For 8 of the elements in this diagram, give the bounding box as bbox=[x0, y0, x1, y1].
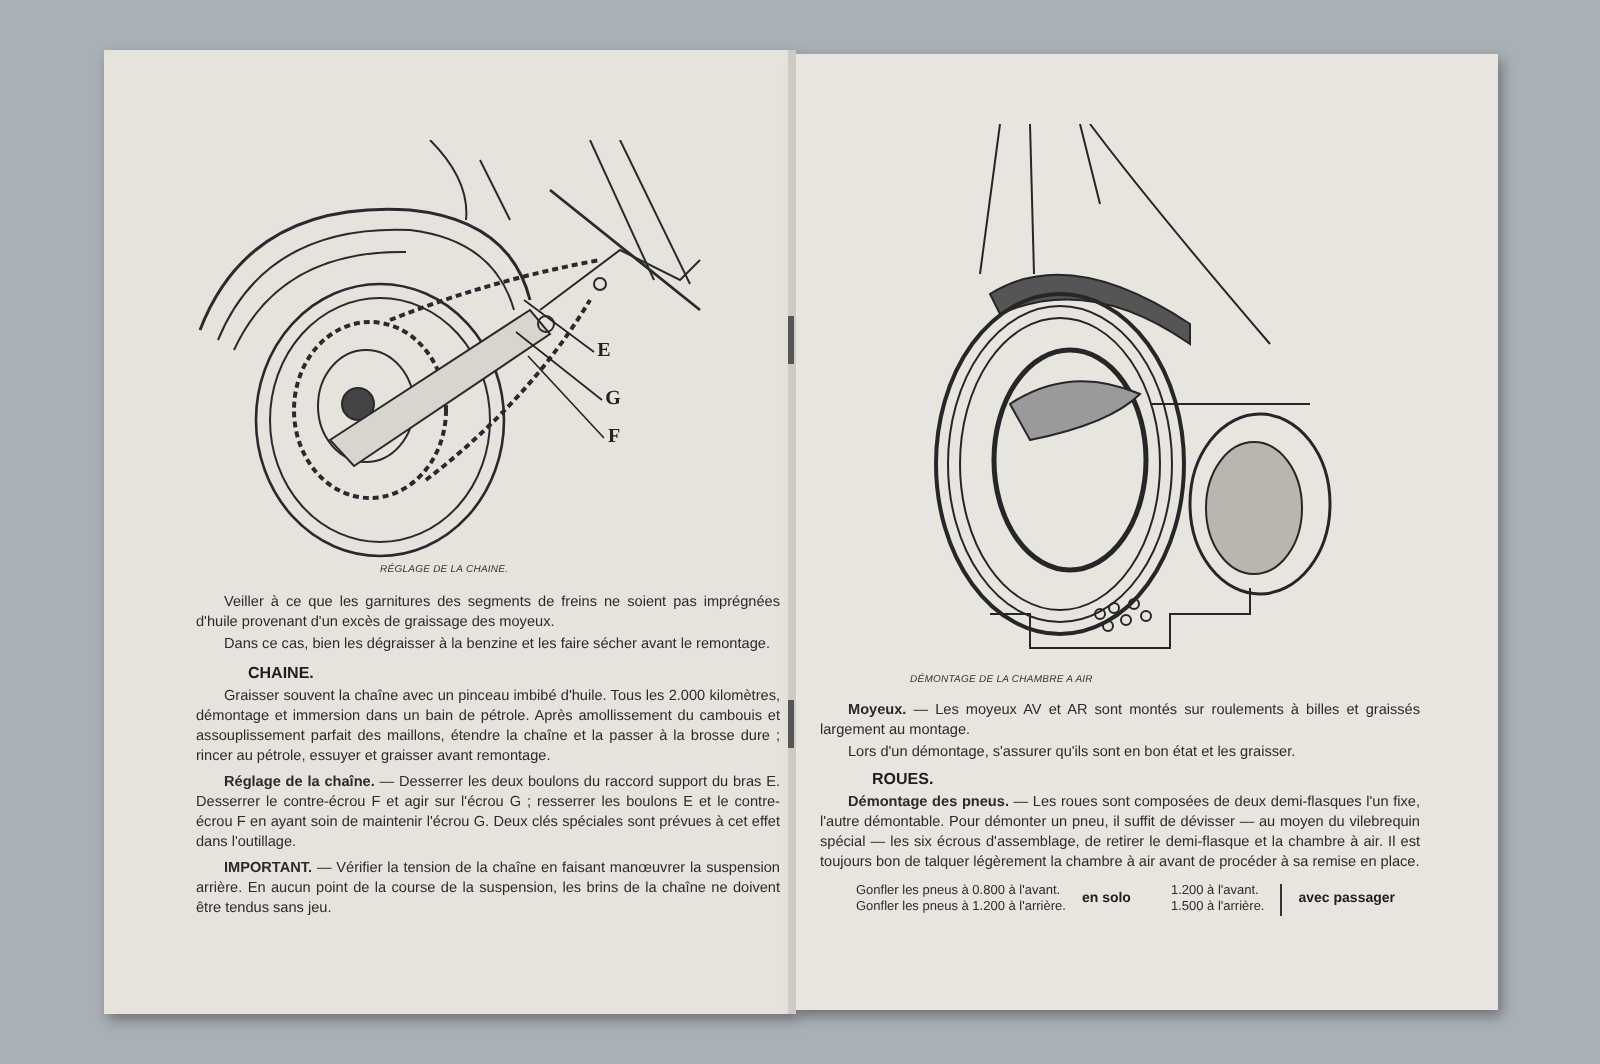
leader-line bbox=[527, 355, 605, 439]
leader-line bbox=[515, 331, 603, 401]
callout-letter: E bbox=[594, 340, 614, 364]
callout-letter: F bbox=[604, 426, 624, 450]
leader-line bbox=[523, 299, 595, 353]
callout-letter: G bbox=[602, 388, 624, 412]
section-heading: CHAINE. bbox=[246, 662, 316, 684]
section-heading: ROUES. bbox=[870, 768, 936, 790]
